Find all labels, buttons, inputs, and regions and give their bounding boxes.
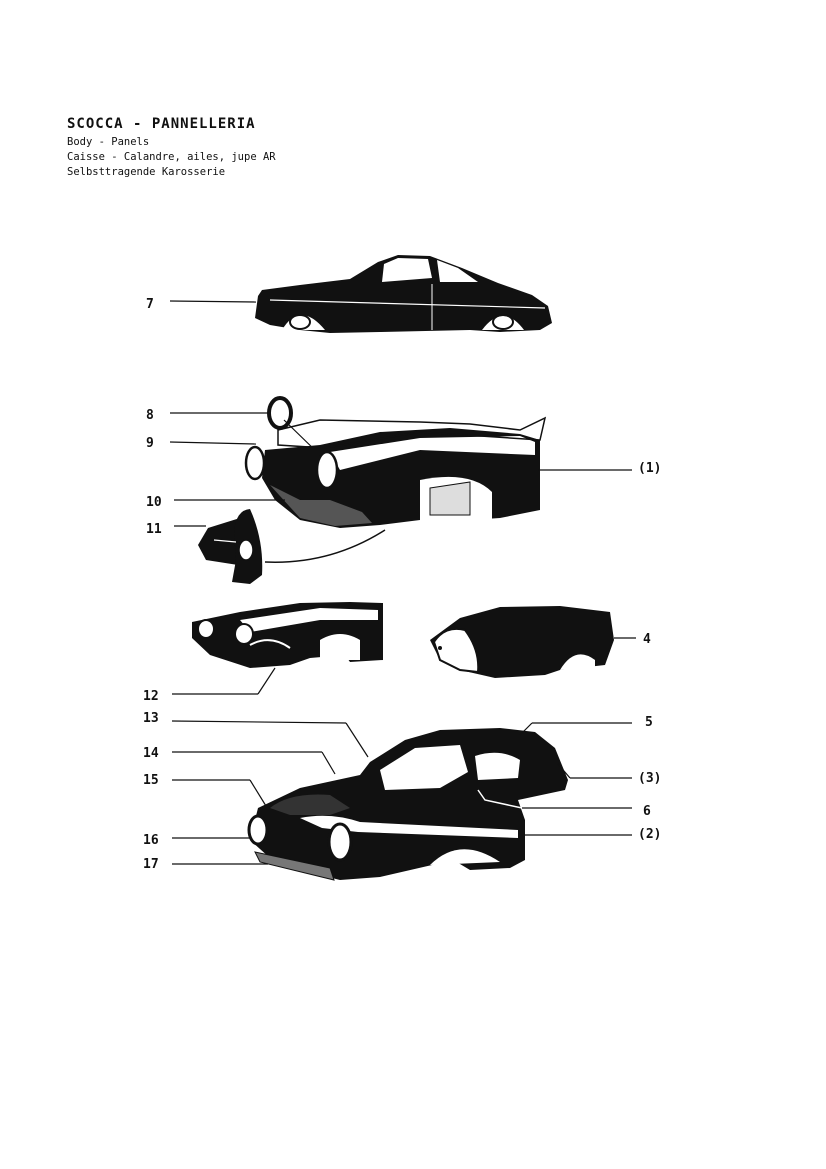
callout-6: 6 bbox=[522, 804, 651, 819]
wheel-arch-panel-illustration bbox=[198, 509, 386, 584]
callout-14: 14 bbox=[143, 746, 336, 775]
callout-label-8: 8 bbox=[146, 408, 154, 423]
callout-5: 5 bbox=[519, 715, 653, 736]
page-title: SCOCCA - PANNELLERIA bbox=[67, 116, 256, 132]
callout-13: 13 bbox=[143, 711, 369, 758]
callout-1: (1) bbox=[538, 461, 661, 476]
front-end-assembly-illustration bbox=[244, 396, 547, 528]
subtitle-french: Caisse - Calandre, ailes, jupe AR bbox=[67, 151, 276, 163]
page-header: SCOCCA - PANNELLERIA Body - Panels Caiss… bbox=[67, 116, 276, 178]
callout-9: 9 bbox=[146, 436, 257, 451]
callout-10: 10 bbox=[146, 495, 285, 510]
callout-4: 4 bbox=[614, 632, 651, 647]
callout-label-16: 16 bbox=[143, 833, 159, 848]
callout-8: 8 bbox=[146, 408, 321, 456]
callout-16: 16 bbox=[143, 833, 250, 848]
callout-label-6: 6 bbox=[643, 804, 651, 819]
callout-label-1: (1) bbox=[638, 461, 661, 476]
body-shell-illustration bbox=[247, 728, 568, 881]
callout-15: 15 bbox=[143, 773, 267, 807]
callout-label-5: 5 bbox=[645, 715, 653, 730]
front-shell-illustration bbox=[430, 606, 614, 678]
callout-11: 11 bbox=[146, 522, 206, 537]
subtitle-german: Selbsttragende Karosserie bbox=[67, 166, 226, 178]
callout-3: (3) bbox=[557, 763, 661, 786]
subtitle-english: Body - Panels bbox=[67, 136, 150, 148]
callout-label-11: 11 bbox=[146, 522, 162, 537]
front-half-body-illustration bbox=[192, 602, 383, 668]
callout-label-17: 17 bbox=[143, 857, 159, 872]
callout-label-12: 12 bbox=[143, 689, 159, 704]
callout-label-7: 7 bbox=[146, 297, 154, 312]
callout-label-15: 15 bbox=[143, 773, 159, 788]
callout-label-3: (3) bbox=[638, 771, 661, 786]
callout-2: (2) bbox=[525, 827, 661, 842]
callout-label-14: 14 bbox=[143, 746, 159, 761]
callout-7: 7 bbox=[146, 297, 257, 312]
callout-12: 12 bbox=[143, 667, 276, 704]
callout-label-10: 10 bbox=[146, 495, 162, 510]
callout-label-13: 13 bbox=[143, 711, 159, 726]
complete-body-illustration bbox=[255, 255, 552, 333]
callout-label-2: (2) bbox=[638, 827, 661, 842]
callout-17: 17 bbox=[143, 857, 268, 872]
callout-label-4: 4 bbox=[643, 632, 651, 647]
callout-label-9: 9 bbox=[146, 436, 154, 451]
